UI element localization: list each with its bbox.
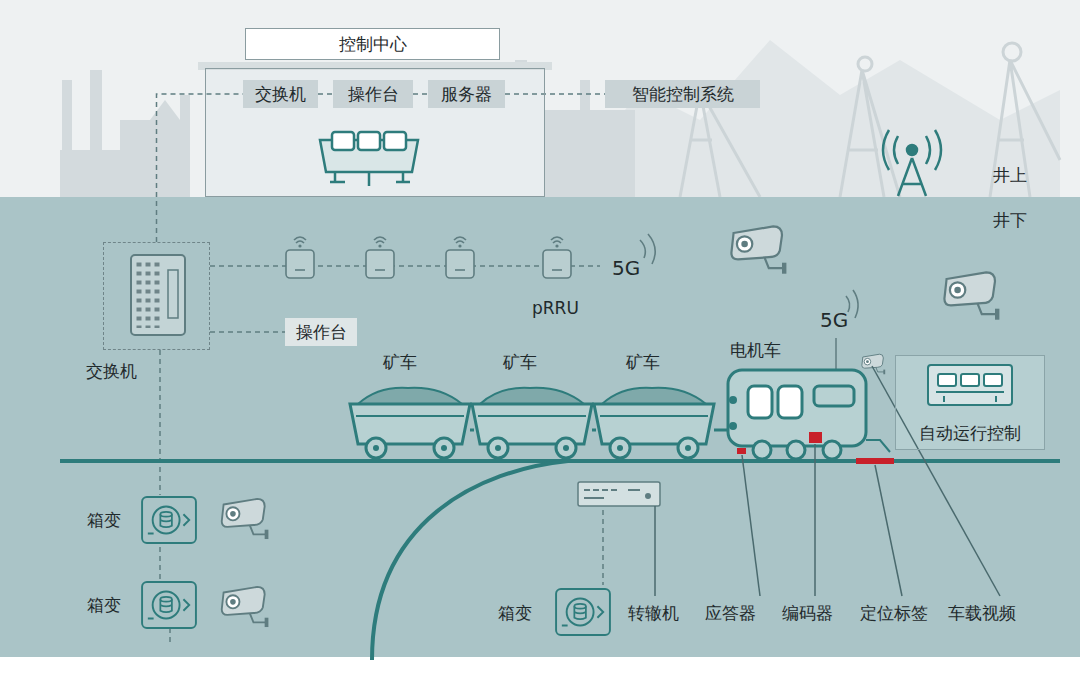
system-box: 智能控制系统 — [605, 80, 760, 108]
dashed-link — [318, 93, 333, 95]
part-label: 转辙机 — [628, 603, 679, 623]
building-roof: 控制中心 — [245, 28, 500, 60]
part-label: 5G — [820, 308, 848, 332]
part-label: 车载视频 — [948, 603, 1016, 623]
node-label: 自动运行控制 — [919, 423, 1021, 443]
part-label: 电机车 — [730, 340, 781, 360]
dashed-link — [157, 94, 244, 242]
part-label: 5G — [612, 256, 640, 280]
device-box: 服务器 — [428, 80, 505, 108]
dashed-link — [505, 93, 605, 95]
console-box: 操作台 — [285, 318, 357, 346]
node-label: 操作台 — [348, 84, 399, 104]
part-label: 矿车 — [383, 352, 417, 372]
part-label: 矿车 — [626, 352, 660, 372]
part-label: 箱变 — [498, 603, 532, 623]
control-box: 自动运行控制 — [895, 355, 1045, 450]
node-label: 操作台 — [296, 322, 347, 342]
part-label: 编码器 — [782, 603, 833, 623]
switch-frame: 交换机 — [103, 242, 210, 350]
part-label: 矿车 — [503, 352, 537, 372]
node-label: 交换机 — [86, 361, 137, 381]
part-label: 箱变 — [87, 595, 121, 615]
device-box: 交换机 — [243, 80, 318, 108]
part-label: 定位标签 — [860, 603, 928, 623]
part-label: 井上 — [993, 165, 1027, 185]
building: 控制中心交换机 操作台 服务器 — [205, 28, 545, 197]
node-label: 控制中心 — [339, 34, 407, 54]
node-label: 交换机 — [255, 84, 306, 104]
part-label: pRRU — [532, 298, 579, 318]
part-label: 应答器 — [705, 603, 756, 623]
node-label: 智能控制系统 — [632, 84, 734, 104]
dashed-link — [210, 331, 285, 333]
part-label: 箱变 — [87, 510, 121, 530]
node-label: 服务器 — [441, 84, 492, 104]
part-label: 井下 — [993, 210, 1027, 230]
dashed-link — [413, 93, 428, 95]
device-box: 操作台 — [333, 80, 413, 108]
